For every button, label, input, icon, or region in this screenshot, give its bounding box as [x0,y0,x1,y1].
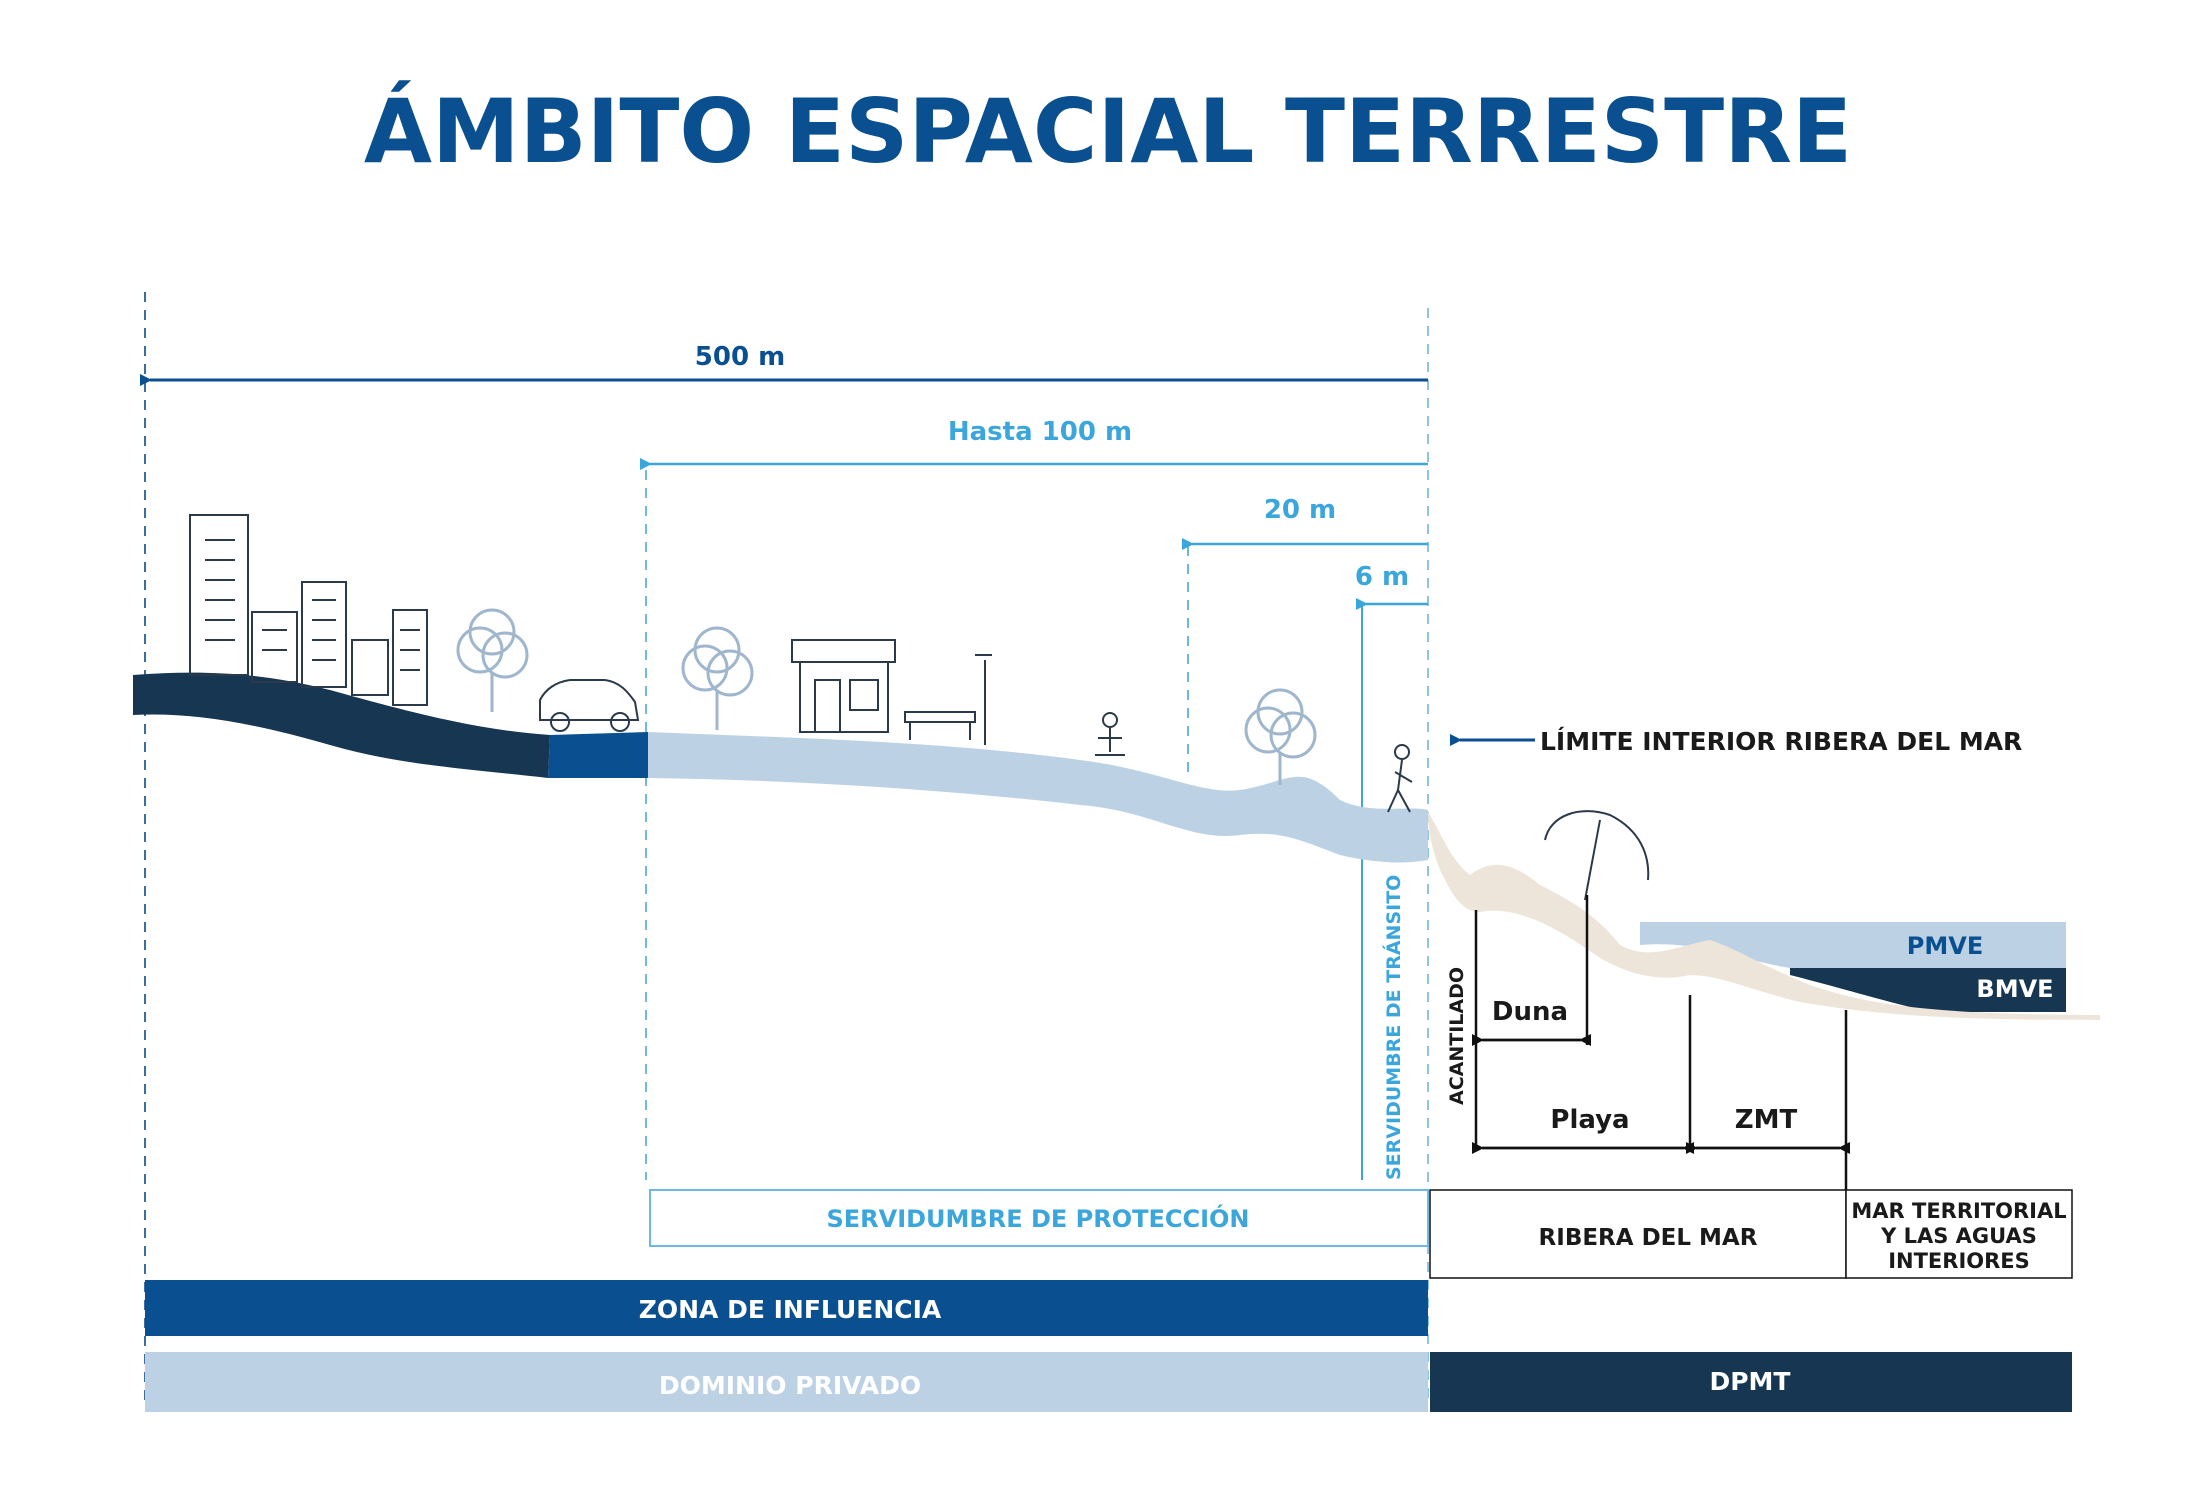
svg-text:DPMT: DPMT [1709,1367,1790,1396]
label-6m: 6 m [1355,562,1409,592]
playa-label: Playa [1550,1105,1629,1135]
svg-text:MAR TERRITORIAL: MAR TERRITORIAL [1851,1199,2066,1223]
acantilado-label: ACANTILADO [1446,967,1468,1105]
svg-text:RIBERA DEL MAR: RIBERA DEL MAR [1539,1225,1758,1251]
label-500m: 500 m [695,342,785,372]
servidumbre-transito-label: SERVIDUMBRE DE TRÁNSITO [1382,875,1405,1180]
walking-person-icon [1387,744,1413,813]
bmve-label: BMVE [1976,975,2053,1003]
label-20m: 20 m [1264,495,1336,525]
svg-text:Y LAS AGUAS: Y LAS AGUAS [1880,1224,2037,1248]
label-100m: Hasta 100 m [948,417,1132,447]
terrain [133,672,2100,1020]
shop-icon [791,639,896,733]
bench-icon [904,711,976,740]
terrain-light [648,732,1428,863]
pmve-label: PMVE [1907,932,1983,960]
svg-text:LÍMITE INTERIOR RIBERA DEL MAR: LÍMITE INTERIOR RIBERA DEL MAR [1540,727,2022,756]
duna-label: Duna [1492,997,1568,1027]
limit-prefix: LÍMITE INTERIOR [1540,727,1784,756]
svg-text:ZONA DE INFLUENCIA: ZONA DE INFLUENCIA [639,1295,942,1324]
zone-ribera-del-mar: RIBERA DEL MAR [1429,1189,1847,1279]
page-title: ÁMBITO ESPACIAL TERRESTRE [364,80,1852,183]
beach-measurements [1472,895,1850,1190]
limit-interior-label: LÍMITE INTERIOR RIBERA DEL MAR [1450,727,2022,756]
limit-bold: RIBERA DEL MAR [1784,727,2022,756]
zmt-label: ZMT [1735,1105,1798,1135]
svg-text:INTERIORES: INTERIORES [1888,1249,2030,1273]
streetlamp-icon [975,654,992,745]
terrain-navy [548,732,648,778]
buildings-icon [189,514,428,706]
tree-icon [681,626,754,730]
yoga-person-icon [1095,712,1125,756]
terrain-dark [133,672,550,778]
terrain-sand [1428,812,2100,1020]
svg-text:DOMINIO PRIVADO: DOMINIO PRIVADO [659,1371,921,1400]
svg-text:SERVIDUMBRE DE PROTECCIÓN: SERVIDUMBRE DE PROTECCIÓN [826,1203,1249,1233]
zone-mar-territorial: MAR TERRITORIAL Y LAS AGUAS INTERIORES [1845,1189,2073,1279]
zone-dominio-privado: DOMINIO PRIVADO [145,1352,1428,1412]
tree-icon [1244,688,1317,785]
distance-arrows: 500 m Hasta 100 m 20 m 6 m [140,342,1428,610]
car-icon [539,679,640,732]
sea-bmve [1790,968,2066,1012]
zone-influencia: ZONA DE INFLUENCIA [145,1280,1428,1336]
zone-dpmt: DPMT [1430,1352,2072,1412]
tree-icon [456,608,529,712]
beach-umbrella-icon [1544,810,1650,901]
zone-servidumbre-proteccion: SERVIDUMBRE DE PROTECCIÓN [649,1189,1429,1247]
